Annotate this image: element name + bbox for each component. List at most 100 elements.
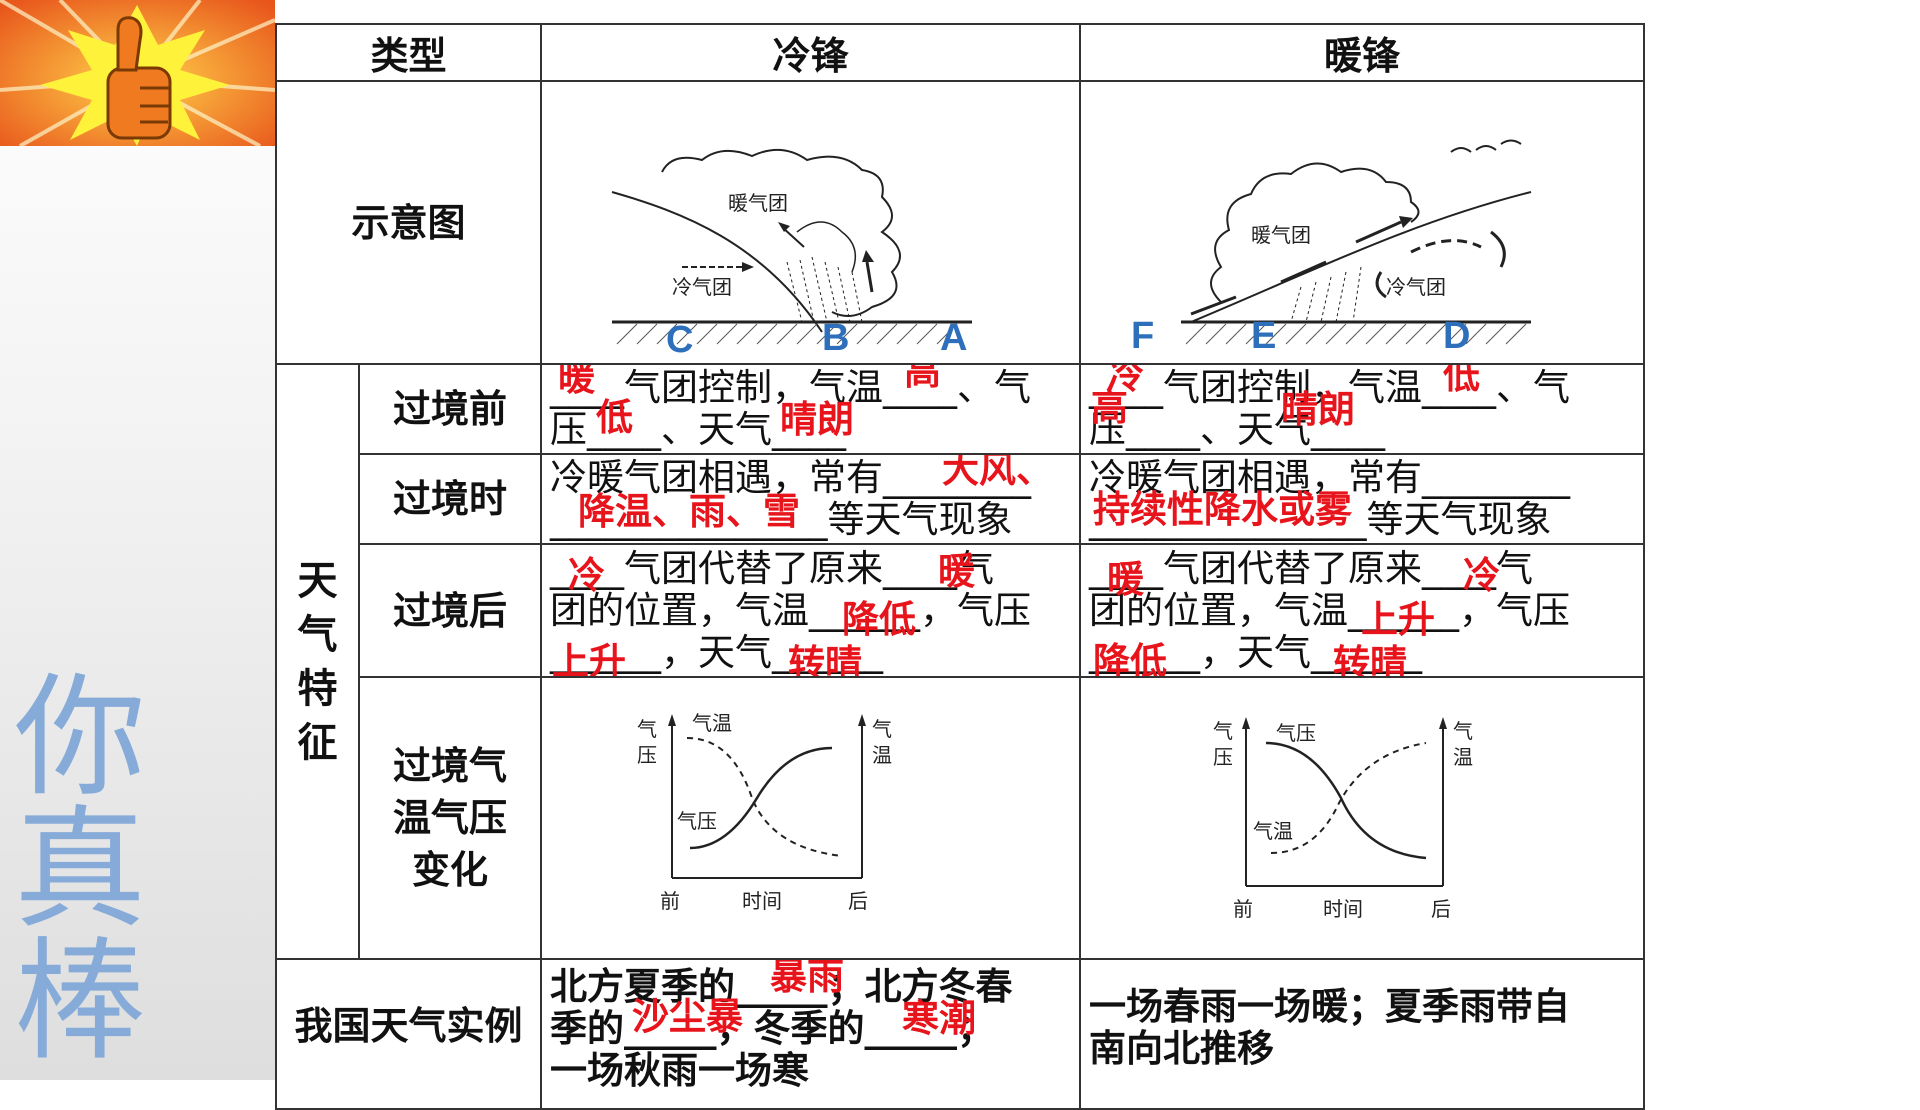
vertical-char: 气 bbox=[297, 611, 338, 658]
vertical-char: 天 bbox=[297, 557, 338, 604]
row-label-after: 过境后 bbox=[357, 543, 543, 678]
cold-chart-yr-2: 温 bbox=[872, 743, 892, 767]
cold-examples-line2: 季的_____，冬季的_____； bbox=[550, 1007, 995, 1050]
warm-diagram-warm-mass: 暖气团 bbox=[1251, 223, 1311, 247]
label-line: 变化 bbox=[412, 848, 489, 892]
left-panel: 你 真 棒 bbox=[0, 0, 275, 1080]
cold-chart-yr-1: 气 bbox=[872, 717, 892, 741]
answer: 持续性降水或雾 bbox=[1093, 488, 1353, 531]
warm-chart-x-end: 后 bbox=[1431, 897, 1451, 921]
cold-change-chart: 气 压 气 温 气温 气压 前 时间 后 bbox=[540, 676, 1082, 960]
label-line: 温气压 bbox=[393, 796, 508, 840]
warm-chart-yl-2: 压 bbox=[1213, 745, 1233, 769]
warm-after-cell: ____气团代替了原来____气 团的位置，气温______，气压 ______… bbox=[1079, 543, 1646, 678]
answer: 冷 bbox=[568, 554, 606, 597]
answer: 暖 bbox=[558, 364, 596, 399]
row-label-examples: 我国天气实例 bbox=[274, 958, 543, 1110]
cold-examples-line3: 一场秋雨一场寒 bbox=[550, 1049, 810, 1092]
answer: 沙尘暴 bbox=[632, 995, 744, 1038]
warm-chart-x-start: 前 bbox=[1233, 897, 1253, 921]
warm-front-diagram: 暖气团 冷气团 bbox=[1079, 80, 1646, 365]
answer: 冷 bbox=[1107, 364, 1145, 397]
answer: 低 bbox=[596, 396, 634, 439]
warm-chart-temp-label: 气温 bbox=[1253, 819, 1293, 843]
slogan-char: 你 bbox=[14, 661, 146, 815]
warm-during-line1: 冷暖气团相遇，常有________ bbox=[1089, 456, 1571, 499]
point-f: F bbox=[1131, 315, 1154, 357]
point-b: B bbox=[822, 317, 849, 359]
warm-after-line1: ____气团代替了原来____气 bbox=[1089, 546, 1534, 590]
answer: 转晴 bbox=[1333, 642, 1408, 677]
warm-examples-line2: 南向北推移 bbox=[1089, 1027, 1275, 1070]
warm-chart-yr-1: 气 bbox=[1453, 719, 1473, 743]
slogan-char: 棒 bbox=[14, 925, 146, 1079]
answer: 降低 bbox=[1093, 640, 1168, 677]
cold-after-line1: ____气团代替了原来____气 bbox=[550, 546, 995, 590]
cold-chart-yl-1: 气 bbox=[637, 717, 657, 741]
warm-examples-cell: 一场春雨一场暖；夏季雨带自 南向北推移 bbox=[1079, 958, 1646, 1110]
row-label-diagram: 示意图 bbox=[274, 80, 543, 365]
answer: 冷 bbox=[1463, 554, 1501, 597]
cold-after-line3: ______，天气______ bbox=[550, 630, 884, 674]
answer: 高 bbox=[1091, 386, 1129, 429]
warm-change-chart: 气 压 气 温 气压 气温 前 时间 后 bbox=[1079, 676, 1646, 960]
slogan: 你 真 棒 bbox=[14, 672, 214, 1068]
point-a: A bbox=[940, 317, 967, 359]
front-comparison-table: 类型 冷锋 暖锋 示意图 暖气团 冷气团 bbox=[274, 23, 1646, 1110]
answer: 寒潮 bbox=[902, 997, 977, 1040]
cold-chart-press-label: 气压 bbox=[677, 809, 717, 833]
cold-during-cell: 冷暖气团相遇，常有________ _______________等天气现象 大… bbox=[540, 453, 1082, 545]
point-e: E bbox=[1251, 315, 1276, 357]
warm-during-cell: 冷暖气团相遇，常有________ _______________等天气现象 持… bbox=[1079, 453, 1646, 545]
cold-chart-temp-label: 气温 bbox=[692, 711, 732, 735]
cold-diagram-cold-mass: 冷气团 bbox=[672, 275, 732, 299]
row-label-change: 过境气 温气压 变化 bbox=[357, 676, 543, 960]
cold-chart-x-start: 前 bbox=[660, 889, 680, 913]
warm-chart-yl-1: 气 bbox=[1213, 719, 1233, 743]
warm-before-line2: 压____、天气____ bbox=[1089, 408, 1386, 451]
answer: 上升 bbox=[1361, 598, 1436, 641]
cold-chart-x-end: 后 bbox=[848, 889, 868, 913]
warm-chart-x-mid: 时间 bbox=[1323, 897, 1363, 921]
answer: 暖 bbox=[1107, 558, 1145, 601]
answer: 降温、雨、雪 bbox=[578, 490, 801, 533]
header-type: 类型 bbox=[274, 23, 543, 82]
answer: 晴朗 bbox=[780, 398, 855, 441]
answer: 大风、 bbox=[942, 454, 1054, 491]
thumbs-up-icon bbox=[0, 0, 275, 146]
cold-examples-cell: 北方夏季的_____；北方冬春 季的_____，冬季的_____； 一场秋雨一场… bbox=[540, 958, 1082, 1110]
cold-before-line1: ____气团控制，气温____、气 bbox=[550, 366, 1032, 409]
cold-during-line1: 冷暖气团相遇，常有________ bbox=[550, 456, 1032, 499]
warm-chart-yr-2: 温 bbox=[1453, 745, 1473, 769]
vertical-char: 征 bbox=[297, 719, 338, 766]
warm-before-cell: ____气团控制，气温____、气 压____、天气____ 冷 低 高 晴朗 bbox=[1079, 363, 1646, 455]
warm-chart-press-label: 气压 bbox=[1276, 721, 1316, 745]
cold-diagram-warm-mass: 暖气团 bbox=[728, 191, 788, 215]
answer: 上升 bbox=[552, 640, 627, 677]
point-c: C bbox=[666, 319, 693, 361]
cold-after-cell: ____气团代替了原来____气 团的位置，气温______，气压 ______… bbox=[540, 543, 1082, 678]
answer: 暖 bbox=[938, 550, 976, 593]
cold-before-cell: ____气团控制，气温____、气 压____、天气____ 暖 高 低 晴朗 bbox=[540, 363, 1082, 455]
cold-after-line2: 团的位置，气温______，气压 bbox=[550, 588, 1032, 632]
answer: 高 bbox=[904, 364, 942, 393]
warm-before-line1: ____气团控制，气温____、气 bbox=[1089, 366, 1571, 409]
answer: 晴朗 bbox=[1281, 388, 1356, 431]
answer: 低 bbox=[1443, 364, 1481, 397]
weather-features-label: 天 气 特 征 bbox=[275, 363, 360, 960]
row-label-before: 过境前 bbox=[357, 363, 543, 455]
point-d: D bbox=[1443, 315, 1470, 357]
cold-chart-x-mid: 时间 bbox=[742, 889, 782, 913]
cold-before-line2: 压____、天气____ bbox=[550, 408, 847, 451]
slogan-char: 真 bbox=[14, 793, 146, 947]
answer: 转晴 bbox=[788, 642, 863, 677]
header-warm-front: 暖锋 bbox=[1079, 23, 1646, 82]
cold-front-diagram: 暖气团 冷气团 bbox=[540, 80, 1082, 365]
warm-diagram-cold-mass: 冷气团 bbox=[1386, 275, 1446, 299]
row-label-during: 过境时 bbox=[357, 453, 543, 545]
vertical-char: 特 bbox=[297, 665, 338, 712]
answer: 暴雨 bbox=[770, 959, 845, 998]
label-line: 过境气 bbox=[393, 744, 508, 788]
warm-examples-line1: 一场春雨一场暖；夏季雨带自 bbox=[1089, 985, 1571, 1028]
warm-after-line3: ______，天气______ bbox=[1089, 630, 1423, 674]
